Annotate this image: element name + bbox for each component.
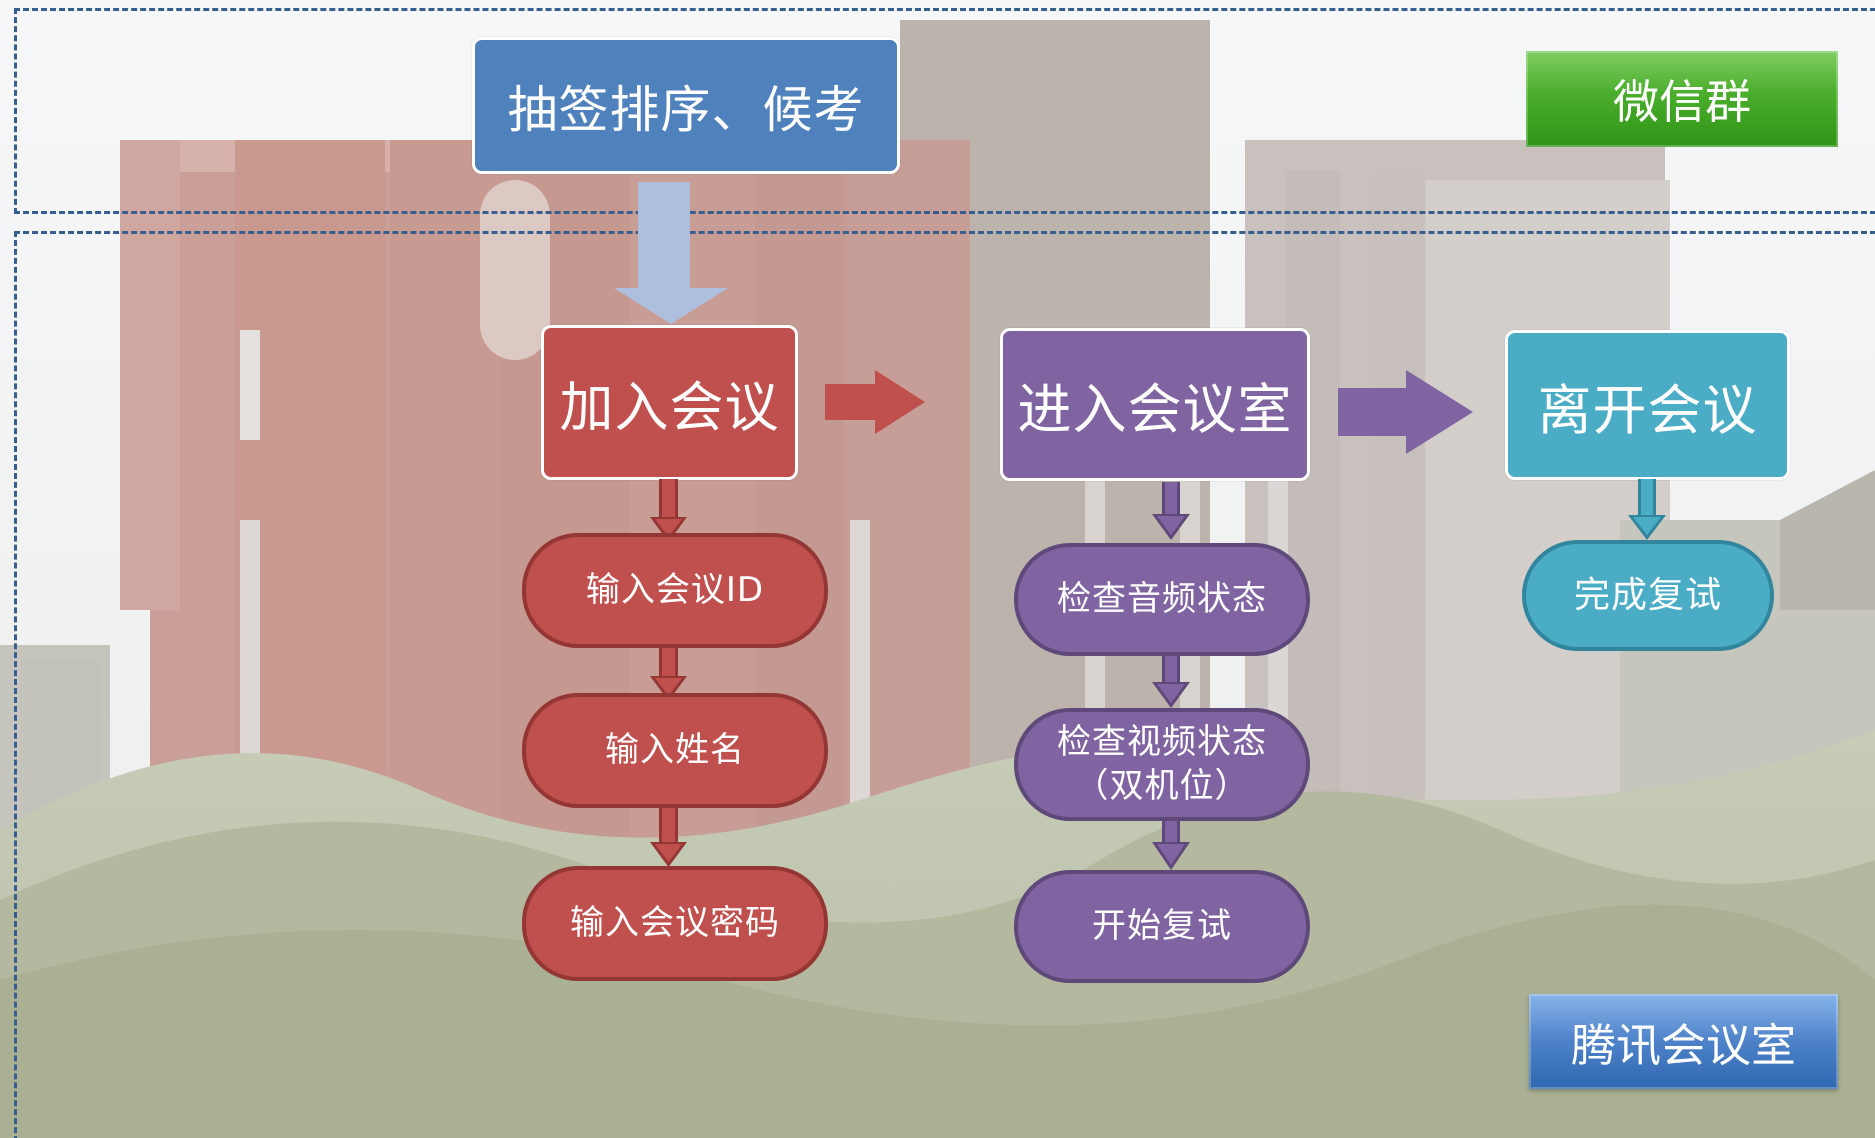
draw-lots-and-wait-step: 抽签排序、候考 (472, 37, 900, 174)
wechat-group-label: 微信群 (1526, 51, 1838, 147)
blue-down-arrow (614, 182, 728, 324)
red-down-arrow-1 (650, 479, 687, 542)
tencent-meeting-room-label: 腾讯会议室 (1529, 994, 1838, 1089)
start-reexam-step: 开始复试 (1014, 870, 1310, 983)
enter-name-step: 输入姓名 (522, 693, 828, 808)
purple-down-arrow-2 (1152, 650, 1190, 708)
finish-reexam-step: 完成复试 (1522, 540, 1774, 651)
enter-meeting-id-step: 输入会议ID (522, 533, 828, 648)
join-meeting-step: 加入会议 (541, 325, 798, 480)
red-down-arrow-2 (650, 640, 687, 701)
wechat-stage-zone (14, 8, 1875, 214)
purple-right-arrow (1338, 370, 1473, 454)
purple-down-arrow-1 (1152, 482, 1190, 540)
enter-meeting-room-step: 进入会议室 (1000, 328, 1310, 481)
red-down-arrow-3 (650, 806, 687, 867)
check-audio-step: 检查音频状态 (1014, 543, 1310, 656)
leave-meeting-step: 离开会议 (1505, 330, 1790, 480)
tencent-meeting-stage-zone (14, 231, 1875, 1138)
enter-meeting-password-step: 输入会议密码 (522, 866, 828, 981)
dual-camera-label: （双机位） (1074, 765, 1250, 806)
teal-down-arrow (1628, 479, 1666, 540)
red-right-arrow (825, 370, 925, 434)
check-video-label: 检查视频状态 (1057, 722, 1267, 763)
check-video-step: 检查视频状态 （双机位） (1014, 708, 1310, 821)
